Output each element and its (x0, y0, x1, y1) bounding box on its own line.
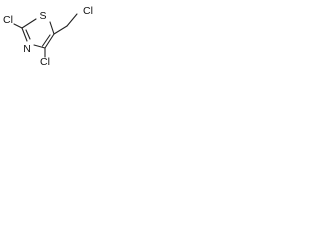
bond-c2-s (21, 18, 37, 29)
atom-cl-bottom: Cl (40, 56, 50, 68)
bond-n-c2-double (25, 29, 31, 40)
bond-c2-cl (13, 23, 23, 29)
bonds (13, 13, 78, 58)
atom-cl-left: Cl (3, 14, 13, 26)
bond-c5-ch2 (53, 25, 68, 35)
bond-c5-c4-double (41, 34, 51, 47)
atom-cl-right: Cl (83, 5, 93, 17)
bond-n-c2 (21, 27, 28, 42)
bond-s-c5 (49, 21, 55, 35)
atom-labels: Cl S Cl N Cl (3, 5, 93, 68)
bond-c5-c4 (44, 33, 55, 49)
structure-svg: Cl S Cl N Cl (3, 5, 93, 68)
bond-ch2-cl (66, 13, 78, 27)
bond-c4-n (33, 44, 46, 49)
molecule-diagram: Cl S Cl N Cl (0, 0, 99, 71)
atom-n: N (23, 43, 31, 55)
atom-s: S (39, 10, 46, 22)
